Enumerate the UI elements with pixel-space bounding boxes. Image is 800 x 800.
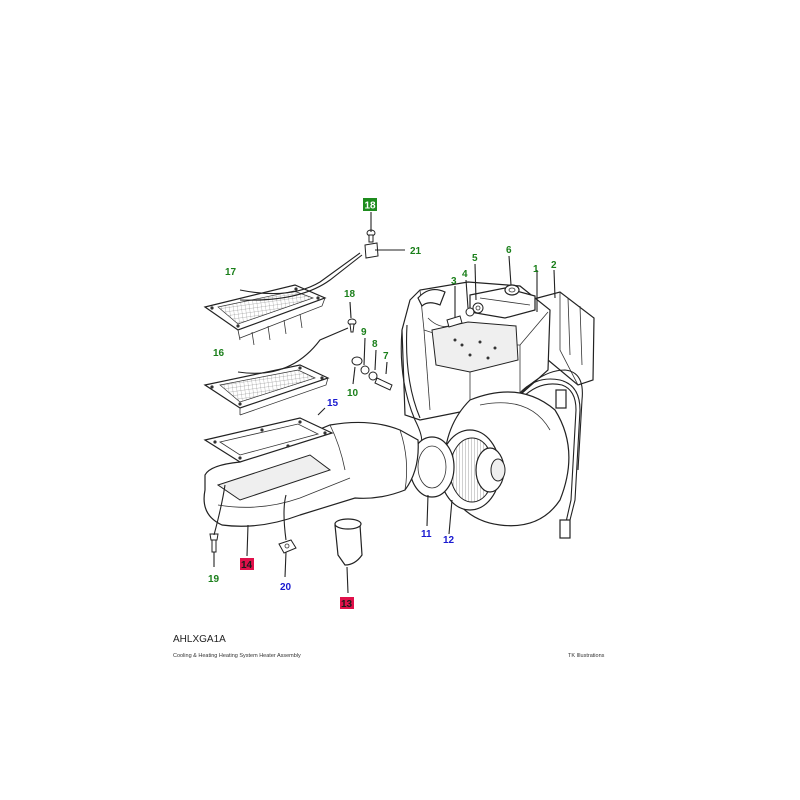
- leader-lines: [213, 212, 556, 578]
- label-18: 18: [344, 289, 356, 300]
- diagram-caption: AHLXGA1A: [173, 634, 226, 645]
- hose-wiring-part: [400, 324, 583, 539]
- label-7: 7: [383, 351, 389, 362]
- bolt-set-part: [351, 356, 393, 391]
- label-17: 17: [225, 267, 237, 278]
- label-13: 13: [341, 599, 353, 610]
- label-19: 19: [208, 574, 220, 585]
- label-21: 21: [410, 246, 422, 257]
- label-5: 5: [472, 253, 478, 264]
- diagram-subtitle: Cooling & Heating Heating System Heater …: [173, 653, 301, 659]
- badge-18-bg: [363, 198, 377, 211]
- badge-13-bg: [340, 597, 354, 609]
- clip-21-part: [364, 229, 379, 259]
- heater-box-part: [401, 281, 595, 421]
- screw-18-part: [347, 318, 357, 333]
- badge-14-bg: [240, 558, 254, 570]
- label-15: 15: [327, 398, 339, 409]
- label-10: 10: [347, 388, 359, 399]
- grille-lower-part: [203, 364, 330, 416]
- grille-upper-part: [203, 284, 327, 346]
- label-16: 16: [213, 348, 225, 359]
- label-18-badge: 18: [365, 201, 377, 212]
- label-14: 14: [241, 560, 253, 571]
- clip-20-part: [278, 539, 297, 554]
- label-2: 2: [551, 260, 557, 271]
- label-20: 20: [280, 582, 292, 593]
- label-11: 11: [421, 529, 432, 540]
- label-6: 6: [506, 245, 512, 256]
- label-8: 8: [372, 339, 378, 350]
- diagram-credit: TK Illustrations: [568, 653, 605, 659]
- gasket-part: [203, 417, 334, 463]
- blower-fan-part: [409, 391, 570, 527]
- label-4: 4: [462, 269, 468, 280]
- duct-part: [203, 421, 419, 594]
- label-12: 12: [443, 535, 455, 546]
- label-3: 3: [451, 276, 457, 287]
- callout-labels: 1 2 3 4 5 6 7 8 9 10 11 12 15 16 17 18 1…: [208, 198, 557, 610]
- label-1: 1: [533, 264, 539, 275]
- bolt-19-part: [209, 533, 219, 553]
- fitting-3-5-part: [446, 302, 484, 328]
- label-9: 9: [361, 327, 367, 338]
